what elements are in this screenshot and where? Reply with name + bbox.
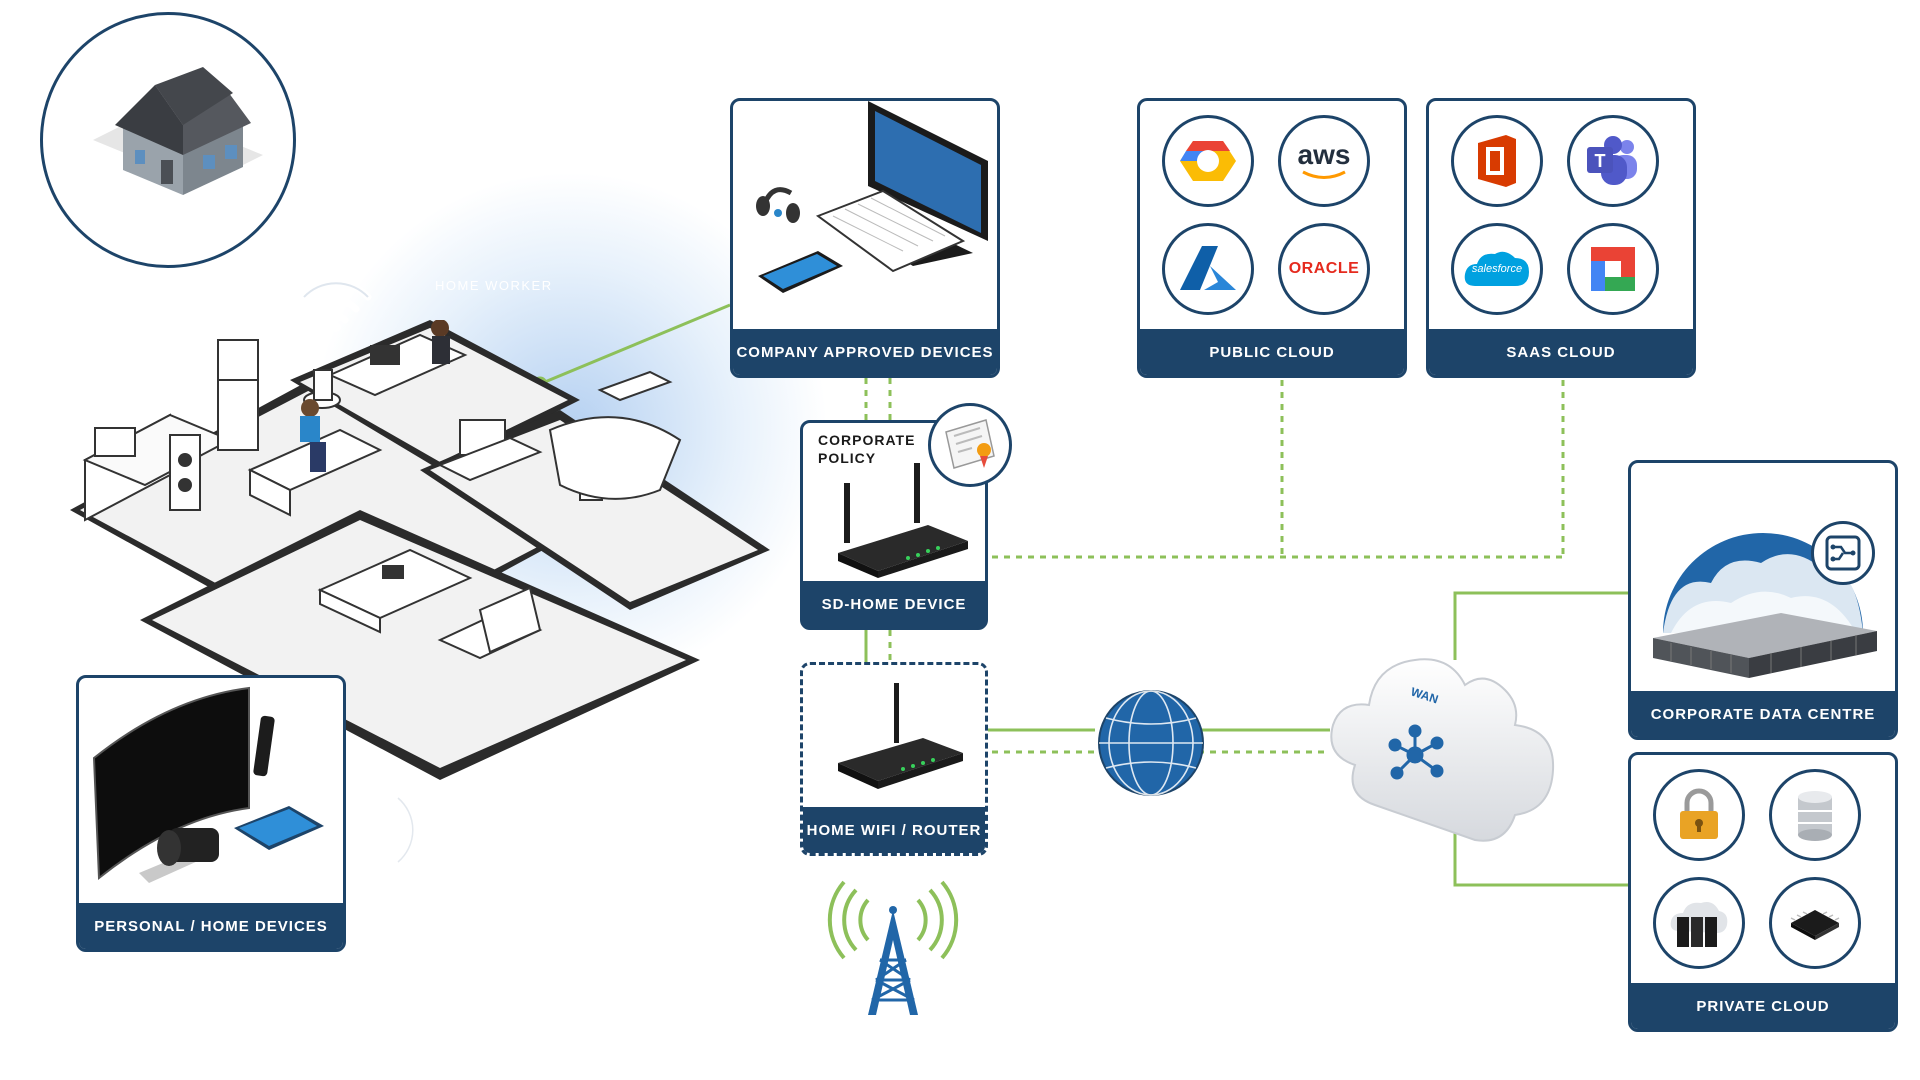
server-cloud-badge xyxy=(1653,877,1745,969)
certificate-icon xyxy=(945,419,995,469)
salesforce-wordmark: salesforce xyxy=(1471,263,1523,275)
google-cloud-icon xyxy=(1180,141,1236,181)
private-cloud-card: PRIVATE CLOUD xyxy=(1628,752,1898,1032)
saas-cloud-title: SAAS CLOUD xyxy=(1429,329,1693,375)
policy-certificate-badge xyxy=(928,403,1012,487)
google-workspace-icon xyxy=(1591,247,1635,291)
office-logo xyxy=(1451,115,1543,207)
processor-badge xyxy=(1769,877,1861,969)
wifi-waves-icon xyxy=(369,795,416,865)
teams-icon: T xyxy=(1587,136,1637,185)
network-switch-badge xyxy=(1811,521,1875,585)
salesforce-logo: salesforce xyxy=(1451,223,1543,315)
azure-icon xyxy=(1180,246,1236,290)
link-wan-to-private-cloud xyxy=(1453,820,1628,887)
teams-letter: T xyxy=(1595,151,1606,171)
chip-icon xyxy=(1790,910,1840,940)
wifi-icon xyxy=(300,279,372,332)
home-router-card: HOME WIFI / ROUTER xyxy=(800,662,988,856)
sd-home-device-title: SD-HOME DEVICE xyxy=(803,581,985,627)
link-worker-to-company-devices xyxy=(539,303,731,386)
corporate-policy-line2: POLICY xyxy=(818,450,877,466)
sd-home-device-card: CORPORATE POLICY SD-HOME DEVICE xyxy=(800,403,1012,630)
internet-globe-icon xyxy=(1098,690,1204,796)
aws-smile-icon xyxy=(1302,170,1346,179)
sd-router-icon xyxy=(838,463,968,578)
company-devices-illustration xyxy=(756,101,988,293)
corporate-policy-label: CORPORATE POLICY xyxy=(818,431,915,467)
company-devices-title: COMPANY APPROVED DEVICES xyxy=(733,329,997,375)
aws-logo: aws xyxy=(1278,115,1370,207)
saas-cloud-card: T salesforce SAAS CLOUD xyxy=(1426,98,1696,378)
corporate-dc-title: CORPORATE DATA CENTRE xyxy=(1631,691,1895,737)
corporate-policy-line1: CORPORATE xyxy=(818,432,916,448)
circuit-icon xyxy=(1825,535,1861,571)
azure-logo xyxy=(1162,223,1254,315)
link-wan-to-datacentre xyxy=(1453,591,1628,660)
company-devices-card: COMPANY APPROVED DEVICES xyxy=(730,98,1000,378)
home-router-icon xyxy=(838,683,963,789)
wan-cloud: WAN xyxy=(1330,658,1555,842)
lock-badge xyxy=(1653,769,1745,861)
public-cloud-card: aws ORACLE PUBLIC CLOUD xyxy=(1137,98,1407,378)
public-cloud-title: PUBLIC CLOUD xyxy=(1140,329,1404,375)
database-badge xyxy=(1769,769,1861,861)
aws-wordmark: aws xyxy=(1297,139,1351,170)
padlock-icon xyxy=(1680,788,1718,839)
database-icon xyxy=(1798,791,1832,841)
personal-devices-card: PERSONAL / HOME DEVICES xyxy=(76,675,346,952)
house-badge xyxy=(40,12,296,268)
google-cloud-logo xyxy=(1162,115,1254,207)
personal-devices-title: PERSONAL / HOME DEVICES xyxy=(79,903,343,949)
teams-logo: T xyxy=(1567,115,1659,207)
personal-devices-illustration xyxy=(92,686,324,883)
salesforce-cloud-icon xyxy=(1464,251,1529,286)
cell-tower-icon xyxy=(827,880,959,1015)
google-workspace-logo xyxy=(1567,223,1659,315)
oracle-logo: ORACLE xyxy=(1278,223,1370,315)
oracle-wordmark: ORACLE xyxy=(1288,260,1360,277)
house-icon xyxy=(93,67,263,195)
home-router-title: HOME WIFI / ROUTER xyxy=(803,807,985,853)
server-cloud-icon xyxy=(1670,902,1728,947)
private-cloud-title: PRIVATE CLOUD xyxy=(1631,983,1895,1029)
home-worker-label: HOME WORKER xyxy=(435,278,553,293)
office-icon xyxy=(1478,135,1516,187)
home-floorplan xyxy=(70,320,770,780)
corporate-dc-card: CORPORATE DATA CENTRE xyxy=(1628,460,1898,740)
